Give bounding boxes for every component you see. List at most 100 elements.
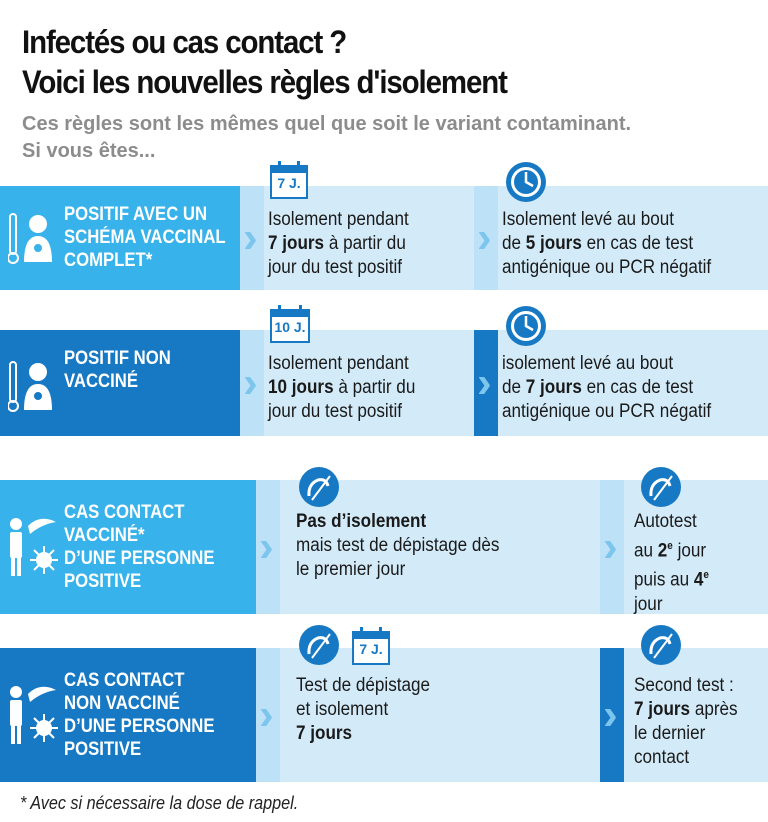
text-fragment: en cas de test [581, 377, 694, 398]
bold-number: 2 [657, 540, 668, 562]
row-right-panel [498, 330, 768, 436]
text-fragment: à partir du [333, 377, 416, 398]
footnote: * Avec si nécessaire la dose de rappel. [20, 793, 299, 813]
calendar-icon: 7 J. [352, 626, 390, 666]
row-label-line: D’UNE PERSONNE [64, 548, 215, 569]
text-line: mais test de dépistage dès [296, 535, 500, 556]
chevron-right-icon: › [603, 690, 618, 739]
row-label-line: COMPLET* [64, 250, 153, 271]
text-line: antigénique ou PCR négatif [502, 401, 712, 422]
text-line: isolement levé au bout [502, 353, 674, 374]
row-middle-text: Pas d’isolement mais test de dépistage d… [296, 510, 499, 582]
calendar-label: 10 J. [274, 319, 306, 335]
text-line: jour [634, 593, 663, 615]
calendar-label: 7 J. [277, 175, 301, 191]
text-line: Test de dépistage [296, 675, 431, 696]
text-line: le premier jour [296, 559, 406, 580]
row-right-panel [498, 186, 768, 290]
text-line: Second test : [634, 675, 734, 696]
text-line: et isolement [296, 699, 389, 720]
row-label-panel [0, 330, 240, 436]
title-line-2: Voici les nouvelles règles d'isolement [22, 64, 508, 100]
clock-icon [506, 162, 546, 202]
chevron-strip [474, 186, 498, 290]
text-fragment: en cas de test [581, 233, 694, 254]
text-line: Isolement levé au bout [502, 209, 675, 230]
chevron-right-icon: › [243, 213, 258, 262]
subtitle-line-2: Si vous êtes... [22, 140, 156, 162]
text-line: 7 jours à partir du [268, 232, 409, 256]
bold-text: Pas d’isolement [296, 511, 427, 532]
superscript: e [667, 540, 673, 552]
chevron-strip [256, 480, 280, 614]
row-positive-unvaccinated: › › POSITIF NON VACCINÉ Isolement pendan… [0, 330, 768, 436]
row-middle-panel [280, 648, 600, 782]
row-right-text: Autotest au 2e jour puis au 4e jour [634, 510, 709, 617]
row-label-line: POSITIF AVEC UN [64, 204, 208, 225]
row-label-line: VACCINÉ* [64, 525, 145, 546]
text-line: au 2e jour [634, 534, 709, 563]
person-virus-icon [10, 686, 58, 744]
text-fragment: à partir du [324, 233, 406, 254]
text-fragment: puis au [634, 569, 694, 591]
text-line: 10 jours à partir du [268, 376, 415, 400]
chevron-strip [240, 186, 264, 290]
row-right-panel [624, 480, 768, 614]
text-line: puis au 4e [634, 563, 709, 592]
row-label-line: CAS CONTACT [64, 502, 185, 523]
text-line: le dernier [634, 723, 706, 744]
row-label-line: CAS CONTACT [64, 670, 185, 691]
row-middle-text: Test de dépistage et isolement 7 jours [296, 674, 430, 746]
row-right-text: Isolement levé au bout de 5 jours en cas… [502, 208, 711, 280]
bold-duration: 7 jours [268, 233, 325, 254]
chevron-right-icon: › [477, 358, 492, 407]
chevron-strip [600, 648, 624, 782]
text-fragment: jour [672, 540, 707, 562]
calendar-label: 7 J. [359, 641, 383, 657]
text-fragment: après [690, 699, 738, 720]
row-label-line: D’UNE PERSONNE [64, 716, 215, 737]
test-swab-icon [299, 625, 339, 665]
row-label-line: SCHÉMA VACCINAL [64, 227, 226, 248]
bold-duration: 7 jours [634, 699, 691, 720]
row-right-text: isolement levé au bout de 7 jours en cas… [502, 352, 711, 424]
row-middle-panel [264, 330, 474, 436]
row-middle-text: Isolement pendant 7 jours à partir du jo… [268, 208, 409, 280]
row-label-line: POSITIVE [64, 739, 142, 760]
person-virus-icon [10, 518, 58, 576]
row-label-panel [0, 480, 256, 614]
text-line: Isolement pendant [268, 209, 409, 230]
row-label-line: VACCINÉ [64, 371, 139, 392]
calendar-icon: 10 J. [270, 304, 310, 344]
chevron-strip [240, 330, 264, 436]
test-swab-icon [299, 467, 339, 507]
row-label-line: NON VACCINÉ [64, 693, 180, 714]
text-line: Pas d’isolement [296, 510, 499, 534]
thermometer-person-icon [8, 361, 52, 412]
row-middle-panel [280, 480, 600, 614]
chevron-right-icon: › [603, 522, 618, 571]
bold-duration: 5 jours [525, 233, 582, 254]
text-line: jour du test positif [268, 257, 403, 278]
row-contact-vaccinated: › › CAS CONTACT VACCINÉ* D’UNE PERSONNE … [0, 480, 768, 617]
text-line: 7 jours après [634, 698, 738, 722]
text-line: Autotest [634, 511, 697, 532]
text-line: 7 jours [296, 722, 430, 746]
chevron-right-icon: › [259, 690, 274, 739]
superscript: e [703, 569, 709, 582]
subtitle-line-1: Ces règles sont les mêmes quel que soit … [22, 113, 632, 135]
clock-icon [506, 306, 546, 346]
test-swab-icon [641, 625, 681, 665]
bold-number: 4 [693, 569, 704, 591]
text-line: de 7 jours en cas de test [502, 376, 711, 400]
text-line: Isolement pendant [268, 353, 409, 374]
row-label-line: POSITIVE [64, 571, 142, 592]
bold-duration: 7 jours [296, 723, 353, 744]
text-line: de 5 jours en cas de test [502, 232, 711, 256]
text-fragment: de [502, 377, 526, 398]
row-right-panel [624, 648, 768, 782]
text-line: antigénique ou PCR négatif [502, 257, 712, 278]
calendar-icon: 7 J. [270, 160, 308, 200]
chevron-right-icon: › [259, 522, 274, 571]
row-right-text: Second test : 7 jours après le dernier c… [634, 674, 738, 770]
